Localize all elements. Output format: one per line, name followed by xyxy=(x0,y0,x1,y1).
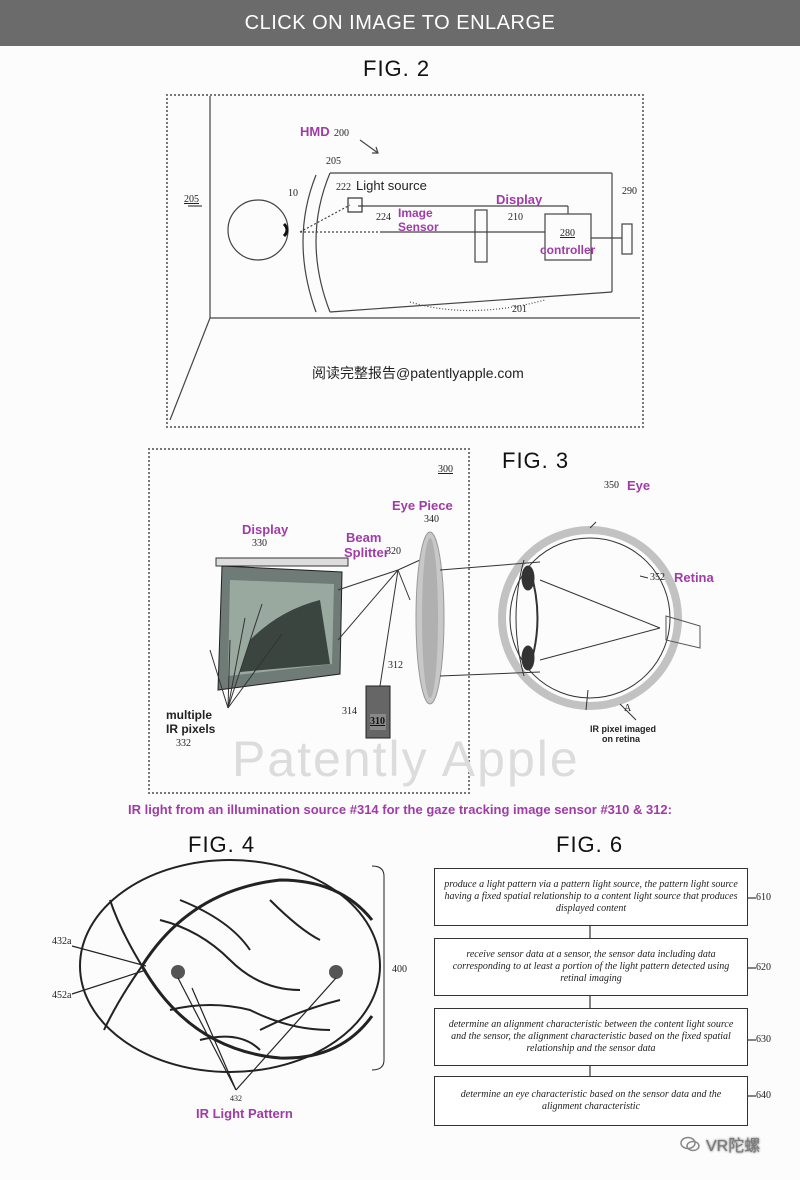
fig3-ref-350: 350 xyxy=(604,480,619,491)
fig2-ref-290: 290 xyxy=(622,186,637,197)
flow-step-640: determine an eye characteristic based on… xyxy=(434,1076,748,1126)
flow-step-620: receive sensor data at a sensor, the sen… xyxy=(434,938,748,996)
fig2-image-label-2: Sensor xyxy=(398,220,439,234)
fig3-frame xyxy=(148,448,470,794)
fig2-frame xyxy=(166,94,644,428)
badge-text: VR陀螺 xyxy=(706,1138,761,1155)
fig3-ir-imaged-2: on retina xyxy=(602,734,641,744)
fig3-ref-310: 310 xyxy=(370,716,385,727)
fig3-ref-332: 332 xyxy=(176,738,191,749)
fig2-light-source: Light source xyxy=(356,178,427,193)
fig3-sketch xyxy=(209,521,701,739)
fig2-ref-210: 210 xyxy=(508,212,523,223)
fig3-ref-314: 314 xyxy=(342,706,357,717)
fig3-ref-352: 352 xyxy=(650,572,665,583)
fig3-ref-300: 300 xyxy=(438,464,453,475)
fig4-title: FIG. 4 xyxy=(188,832,256,857)
fig2-ref-10: 10 xyxy=(288,188,298,199)
fig2-ref-280: 280 xyxy=(560,228,575,239)
flow-step-630: determine an alignment characteristic be… xyxy=(434,1008,748,1066)
fig3-ref-312: 312 xyxy=(388,660,403,671)
top-banner[interactable]: CLICK ON IMAGE TO ENLARGE xyxy=(0,0,800,46)
fig2-ref-205-left: 205 xyxy=(184,194,199,205)
fig2-ref-224: 224 xyxy=(376,212,391,223)
fig4-sketch xyxy=(71,859,385,1091)
fig2-ref-222: 222 xyxy=(336,182,351,193)
fig3-ref-A: A xyxy=(624,703,632,714)
fig3-eyepiece-label: Eye Piece xyxy=(392,498,453,513)
fig4-pattern-label: IR Light Pattern xyxy=(196,1106,293,1121)
fig2-hmd-label: HMD xyxy=(300,124,330,139)
fig2-ref-200: 200 xyxy=(334,128,349,139)
fig2-title: FIG. 2 xyxy=(363,56,431,81)
watermark: Patently Apple xyxy=(232,731,580,787)
fig3-beam-label-1: Beam xyxy=(346,530,382,545)
flow-step-630-num: 630 xyxy=(756,1034,771,1045)
flow-step-610: produce a light pattern via a pattern li… xyxy=(434,868,748,926)
fig4-ref-452a: 452a xyxy=(52,990,72,1001)
fig3-multiple-label-1: multiple xyxy=(166,708,213,722)
flow-step-620-num: 620 xyxy=(756,962,771,973)
wechat-icon xyxy=(680,1136,700,1152)
fig6-title: FIG. 6 xyxy=(556,832,624,857)
fig2-display-label: Display xyxy=(496,192,543,207)
fig2-sketch xyxy=(169,96,640,421)
fig4-ref-400: 400 xyxy=(392,964,407,975)
fig2-ref-205: 205 xyxy=(326,156,341,167)
fig3-retina-label: Retina xyxy=(674,570,714,585)
fig3-caption: IR light from an illumination source #31… xyxy=(128,802,672,817)
fig3-beam-label-2: Splitter xyxy=(344,545,389,560)
fig4-ref-432: 432 xyxy=(230,1094,242,1103)
fig3-ref-320: 320 xyxy=(386,546,401,557)
fig3-ir-imaged-1: IR pixel imaged xyxy=(590,724,657,734)
fig2-image-label-1: Image xyxy=(398,206,433,220)
fig6-connectors xyxy=(589,897,756,1097)
fig4-ref-432a: 432a xyxy=(52,936,72,947)
source-badge: VR陀螺 xyxy=(680,1132,760,1156)
fig2-footer-text: 阅读完整报告@patentlyapple.com xyxy=(312,365,524,381)
fig3-multiple-label-2: IR pixels xyxy=(166,722,216,736)
flow-step-640-num: 640 xyxy=(756,1090,771,1101)
fig2-ref-201: 201 xyxy=(512,304,527,315)
fig3-eye-label: Eye xyxy=(627,478,651,493)
fig3-ref-330: 330 xyxy=(252,538,267,549)
fig2-controller-label: controller xyxy=(540,243,596,257)
flow-step-610-num: 610 xyxy=(756,892,771,903)
fig3-ref-340: 340 xyxy=(424,514,439,525)
fig3-display-label: Display xyxy=(242,522,289,537)
fig3-title: FIG. 3 xyxy=(502,448,570,473)
